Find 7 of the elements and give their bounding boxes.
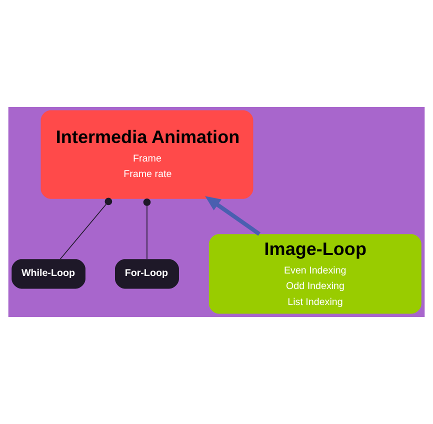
node-box: Image-Loop Even Indexing Odd Indexing List Indexing bbox=[208, 234, 422, 314]
connector bbox=[143, 198, 151, 260]
node-box: Intermedia Animation Frame Frame rate bbox=[40, 110, 254, 199]
node-box: While-Loop bbox=[12, 259, 86, 289]
node-box: For-Loop bbox=[114, 259, 179, 289]
arrow bbox=[205, 196, 261, 236]
connector bbox=[60, 198, 112, 260]
